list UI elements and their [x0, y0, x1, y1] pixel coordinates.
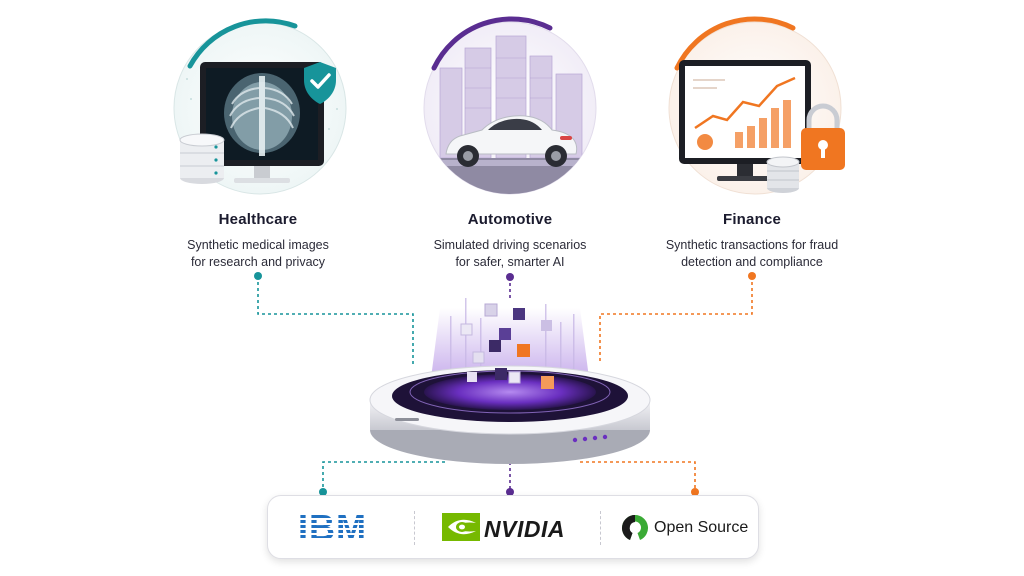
automotive-desc-line-2: for safer, smarter AI — [455, 255, 565, 269]
open-source-label: Open Source — [654, 519, 749, 536]
automotive-description: Simulated driving scenarios for safer, s… — [410, 237, 610, 271]
logo-divider-1 — [414, 511, 416, 545]
finance-card: Finance Synthetic transactions for fraud… — [652, 211, 852, 271]
finance-desc-line-2: detection and compliance — [681, 255, 823, 269]
database-icon — [179, 133, 225, 184]
finance-accent-arc — [674, 16, 796, 71]
healthcare-title: Healthcare — [218, 211, 298, 228]
automotive-illustration — [423, 16, 597, 195]
automotive-card: Automotive Simulated driving scenarios f… — [410, 211, 610, 271]
automotive-title: Automotive — [467, 211, 553, 228]
shield-check-icon — [304, 62, 336, 104]
ibm-logo: IBM — [298, 507, 367, 548]
nvidia-eye-icon — [442, 513, 480, 541]
healthcare-illustration — [173, 18, 347, 195]
ibm-dot — [319, 488, 327, 496]
finance-illustration — [668, 16, 845, 195]
healthcare-description: Synthetic medical images for research an… — [158, 237, 358, 271]
logo-divider-2 — [600, 511, 602, 545]
partner-logos-bar: IBM NVIDIA Open Source — [267, 495, 759, 559]
coins-icon — [766, 156, 800, 193]
finance-connector — [599, 276, 753, 364]
nvidia-wordmark: NVIDIA — [484, 516, 565, 542]
healthcare-accent-arc — [187, 18, 298, 69]
healthcare-connector — [257, 276, 414, 364]
open-source-icon — [622, 515, 648, 540]
finance-title: Finance — [722, 211, 782, 228]
automotive-desc-line-1: Simulated driving scenarios — [433, 238, 587, 252]
chart-monitor-icon — [679, 60, 811, 181]
padlock-icon — [801, 103, 845, 170]
opensource-dot — [691, 488, 699, 496]
finance-desc-line-1: Synthetic transactions for fraud — [665, 238, 839, 252]
data-platform-icon — [369, 298, 651, 464]
xray-monitor-icon — [200, 62, 324, 183]
healthcare-dot — [254, 272, 262, 280]
ibm-connector — [322, 461, 445, 492]
data-cubes — [460, 303, 554, 389]
healthcare-desc-line-1: Synthetic medical images — [187, 238, 329, 252]
automotive-accent-arc — [431, 16, 553, 71]
healthcare-desc-line-2: for research and privacy — [190, 255, 326, 269]
finance-description: Synthetic transactions for fraud detecti… — [652, 237, 852, 271]
healthcare-card: Healthcare Synthetic medical images for … — [158, 211, 358, 271]
opensource-connector — [580, 461, 696, 492]
nvidia-dot — [506, 488, 514, 496]
automotive-dot — [506, 273, 514, 281]
car-icon — [445, 115, 578, 167]
finance-dot — [748, 272, 756, 280]
